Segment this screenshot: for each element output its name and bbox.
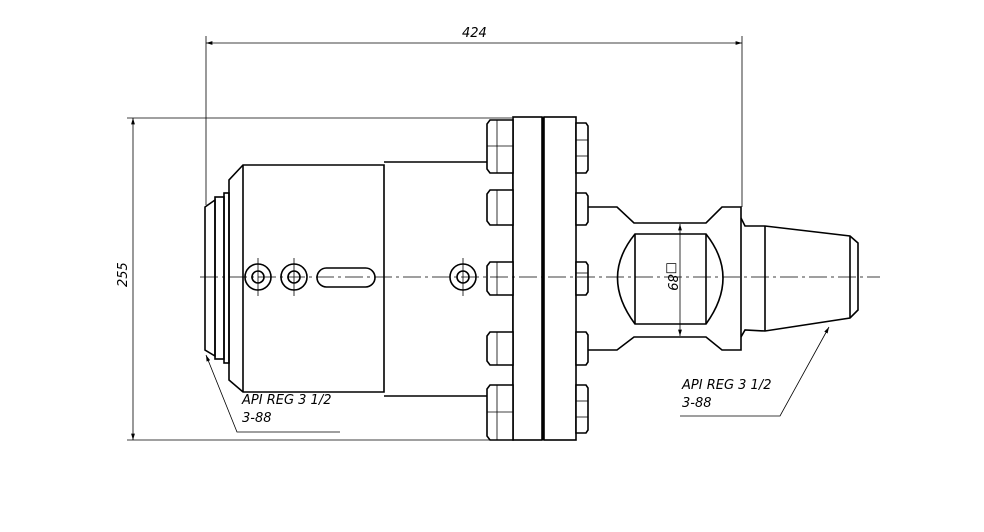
right-thread-callout: API REG 3 1/2 3-88 <box>680 326 830 417</box>
dimension-length-label: 424 <box>462 26 487 41</box>
slot <box>316 267 376 288</box>
right-callout-line1: API REG 3 1/2 <box>681 378 771 393</box>
square-size-label: □89 <box>664 262 679 291</box>
right-thread-pin <box>740 217 859 338</box>
left-callout-line1: API REG 3 1/2 <box>241 393 331 408</box>
main-body <box>228 161 514 397</box>
left-thread-callout: API REG 3 1/2 3-88 <box>205 354 340 433</box>
dimension-length: 424 <box>205 26 743 207</box>
right-sub: □89 <box>588 206 742 351</box>
dimension-height: 255 <box>116 117 512 441</box>
left-thread-nipple <box>204 192 230 364</box>
left-callout-line2: 3-88 <box>242 411 272 426</box>
right-callout-line2: 3-88 <box>682 396 712 411</box>
flange <box>486 116 589 441</box>
dimension-height-label: 255 <box>116 262 131 287</box>
